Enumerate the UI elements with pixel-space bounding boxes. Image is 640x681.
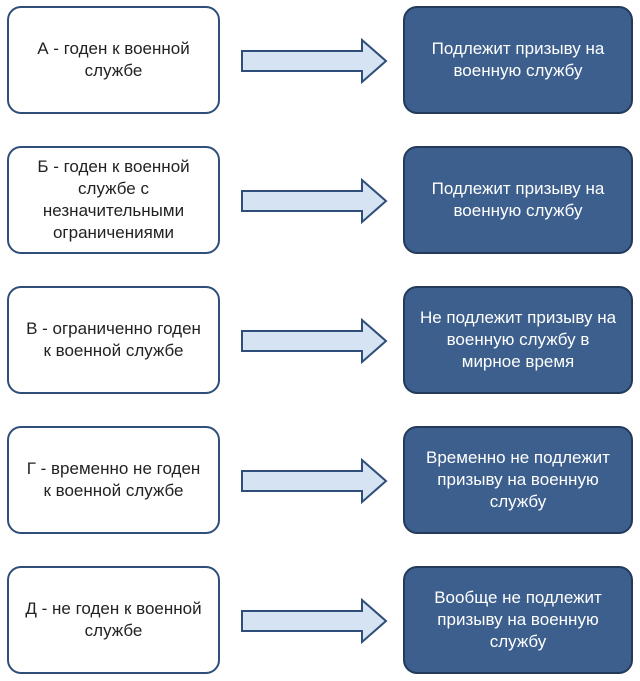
category-box: А - годен к военной службе bbox=[7, 6, 220, 114]
category-box: Д - не годен к военной службе bbox=[7, 566, 220, 674]
row-category-d: Д - не годен к военной службе Вообще не … bbox=[0, 566, 640, 678]
right-arrow-icon bbox=[241, 178, 388, 224]
result-box: Не подлежит призыву на военную службу в … bbox=[403, 286, 633, 394]
right-arrow-icon bbox=[241, 318, 388, 364]
row-category-b: Б - годен к военной службе с незначитель… bbox=[0, 146, 640, 258]
row-category-v: В - ограниченно годен к военной службе Н… bbox=[0, 286, 640, 398]
category-box: В - ограниченно годен к военной службе bbox=[7, 286, 220, 394]
right-arrow-icon bbox=[241, 458, 388, 504]
category-box: Г - временно не годен к военной службе bbox=[7, 426, 220, 534]
row-category-a: А - годен к военной службе Подлежит приз… bbox=[0, 6, 640, 118]
result-box: Подлежит призыву на военную службу bbox=[403, 146, 633, 254]
right-arrow-icon bbox=[241, 38, 388, 84]
right-arrow-icon bbox=[241, 598, 388, 644]
row-category-g: Г - временно не годен к военной службе В… bbox=[0, 426, 640, 538]
result-box: Временно не подлежит призыву на военную … bbox=[403, 426, 633, 534]
category-box: Б - годен к военной службе с незначитель… bbox=[7, 146, 220, 254]
result-box: Вообще не подлежит призыву на военную сл… bbox=[403, 566, 633, 674]
result-box: Подлежит призыву на военную службу bbox=[403, 6, 633, 114]
